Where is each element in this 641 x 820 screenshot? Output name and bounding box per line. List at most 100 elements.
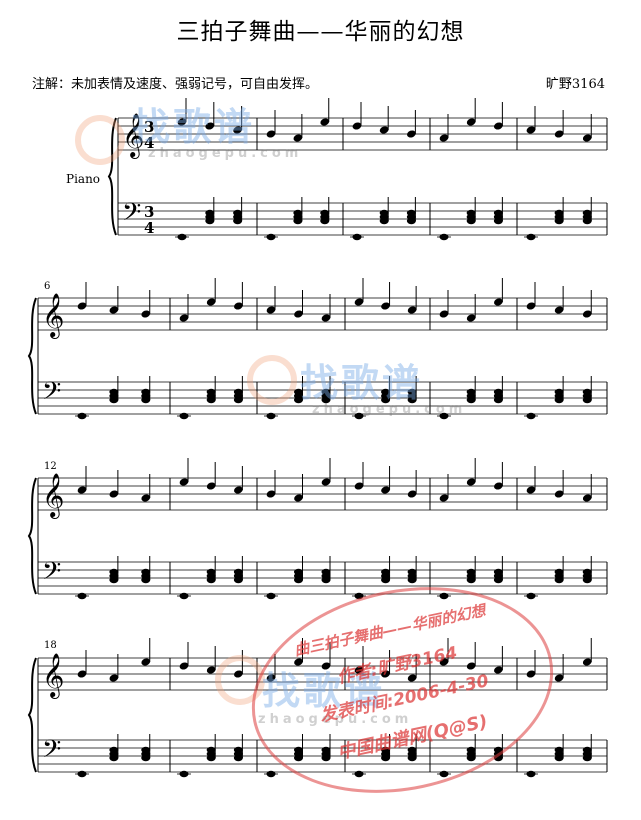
brace [107, 117, 117, 236]
note-head [439, 310, 449, 318]
chord-note-head [493, 576, 503, 584]
performance-note: 注解：未加表情及速度、强弱记号，可自由发挥。 [32, 77, 319, 92]
note-head [439, 658, 449, 666]
note-head [179, 314, 189, 322]
chord-note-head [381, 396, 391, 404]
note-head [320, 118, 330, 126]
brace [27, 477, 37, 595]
note-head [77, 486, 87, 494]
note-head [493, 666, 503, 674]
note-head [233, 486, 243, 494]
chord-note-head [294, 576, 303, 584]
page-title: 三拍子舞曲——华丽的幻想 [176, 19, 465, 45]
note-head [493, 298, 503, 306]
treble-clef-icon: 𝄞 [42, 653, 64, 699]
note-head [381, 302, 390, 310]
note-head [293, 134, 303, 142]
time-signature-denominator: 4 [144, 219, 154, 237]
note-head [233, 670, 243, 678]
chord-note-head [493, 754, 503, 762]
chord-note-head [233, 217, 243, 225]
note-head [354, 298, 364, 306]
brace [27, 297, 37, 415]
note-head [233, 126, 243, 134]
note-head [352, 122, 362, 130]
time-signature-denominator: 4 [144, 134, 154, 152]
measure-number-18: 18 [44, 640, 57, 651]
chord-note-head [321, 396, 331, 404]
note-head [179, 662, 189, 670]
chord-note-head [205, 217, 215, 225]
note-head [381, 670, 390, 678]
note-head [141, 494, 151, 502]
note-head [141, 310, 151, 318]
note-head [526, 302, 536, 310]
chord-note-head [379, 217, 389, 225]
watermark-url: zhaogepu.com [148, 146, 303, 161]
note-head [206, 298, 216, 306]
treble-clef-icon: 𝄞 [42, 293, 64, 339]
note-head [294, 494, 303, 502]
chord-note-head [293, 217, 303, 225]
composer-name: 旷野3164 [545, 77, 605, 92]
note-head [582, 310, 592, 318]
chord-note-head [233, 396, 243, 404]
bass-clef-icon: 𝄢 [42, 377, 61, 412]
chord-note-head [109, 396, 119, 404]
chord-note-head [407, 754, 417, 762]
chord-note-head [466, 576, 476, 584]
note-head [266, 674, 276, 682]
chord-note-head [206, 754, 216, 762]
note-head [407, 306, 417, 314]
watermark-clef-logo-icon [247, 355, 297, 405]
chord-note-head [582, 754, 592, 762]
chord-note-head [381, 576, 391, 584]
note-head [407, 490, 417, 498]
bass-clef-icon: 𝄢 [42, 735, 61, 770]
note-head [406, 130, 416, 138]
note-head [466, 662, 476, 670]
chord-note-head [141, 396, 151, 404]
note-head [526, 126, 536, 134]
note-head [439, 494, 449, 502]
note-head [582, 494, 592, 502]
note-head [77, 670, 87, 678]
note-head [179, 478, 189, 486]
note-head [321, 662, 331, 670]
note-head [466, 118, 476, 126]
note-head [439, 134, 449, 142]
watermark-logo-text: 找歌谱 [262, 669, 386, 713]
note-head [554, 130, 564, 138]
note-head [381, 486, 390, 494]
note-head [206, 482, 216, 490]
chord-note-head [109, 576, 119, 584]
note-head [177, 118, 187, 126]
note-head [466, 478, 476, 486]
chord-note-head [141, 754, 151, 762]
note-head [493, 122, 503, 130]
watermark-url: zhaogepu.com [258, 712, 413, 727]
note-head [109, 490, 119, 498]
chord-note-head [582, 396, 592, 404]
chord-note-head [466, 396, 476, 404]
chord-note-head [321, 754, 331, 762]
chord-note-head [321, 576, 331, 584]
watermark-clef-logo-icon [75, 115, 125, 165]
note-head [206, 666, 216, 674]
treble-clef-icon: 𝄞 [42, 473, 64, 519]
chord-note-head [493, 396, 503, 404]
note-head [109, 306, 119, 314]
note-head [233, 302, 243, 310]
note-head [266, 490, 276, 498]
chord-note-head [493, 217, 503, 225]
note-head [205, 122, 215, 130]
time-signature-numerator: 3 [144, 203, 154, 221]
note-head [321, 314, 331, 322]
chord-note-head [109, 754, 119, 762]
note-head [407, 674, 417, 682]
chord-note-head [466, 754, 476, 762]
note-head [526, 670, 536, 678]
chord-note-head [294, 754, 303, 762]
chord-note-head [407, 396, 417, 404]
note-head [493, 482, 503, 490]
